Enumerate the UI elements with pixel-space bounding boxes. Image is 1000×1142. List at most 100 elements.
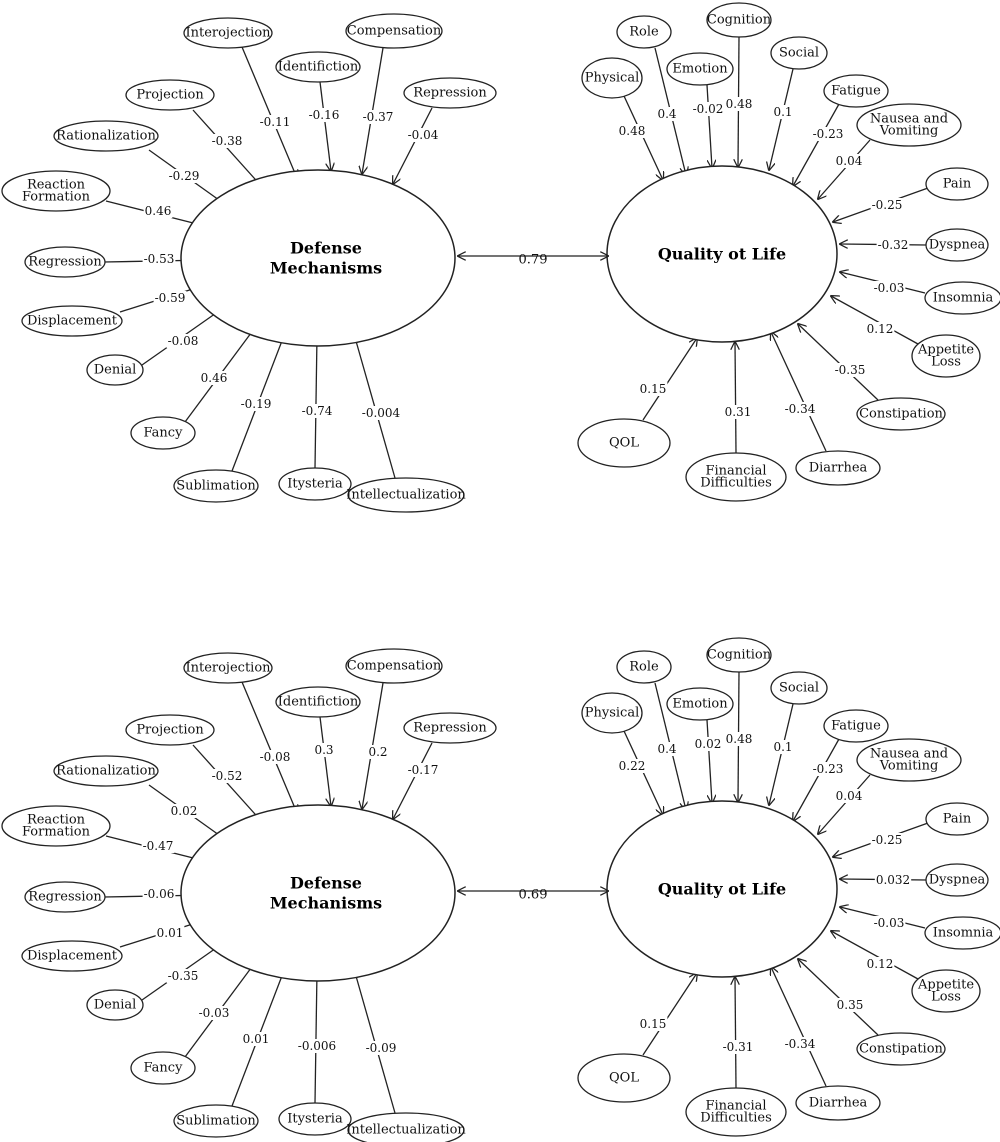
defense-indicator-denial: Denial — [86, 989, 144, 1021]
qol-path-weight-bg-pain — [870, 833, 904, 847]
defense-indicator-sublimation: Sublimation — [173, 1104, 259, 1138]
defense-path-itysteria — [315, 336, 317, 469]
qol-path-appetite-loss — [831, 931, 919, 980]
qol-indicator-label-emotion: Emotion — [672, 62, 728, 77]
qol-path-weight-bg-diarrhea — [783, 1037, 817, 1051]
qol-path-weight-bg-cognition — [724, 732, 754, 746]
qol-path-weight-fatigue: -0.23 — [813, 762, 844, 776]
qol-path-weight-bg-emotion — [693, 737, 723, 751]
qol-indicator-ellipse-emotion — [666, 687, 734, 721]
qol-path-weight-social: 0.1 — [773, 105, 792, 119]
defense-path-interojection — [241, 681, 297, 813]
qol-indicator-ellipse-dyspnea — [925, 228, 989, 262]
qol-path-emotion — [706, 719, 712, 803]
qol-indicator-label-qol: QOL — [609, 1071, 639, 1086]
defense-indicator-label-sublimation: Sublimation — [176, 479, 256, 494]
qol-indicator-label-dyspnea: Dyspnea — [929, 873, 986, 888]
defense-path-weight-reaction-formation: -0.47 — [143, 839, 174, 853]
defense-path-weight-projection: -0.38 — [212, 134, 243, 148]
defense-indicator-ellipse-regression — [24, 881, 106, 913]
defense-indicator-fancy: Fancy — [130, 416, 196, 450]
defense-path-projection — [192, 744, 263, 823]
defense-indicator-repression: Repression — [403, 712, 497, 744]
defense-indicator-ellipse-identifiction — [275, 686, 361, 718]
qol-indicator-physical: Physical — [581, 57, 643, 99]
qol-path-weight-diarrhea: -0.34 — [785, 1037, 816, 1051]
qol-indicator-label-nausea-and-vomiting-line-2: Vomiting — [879, 759, 939, 774]
qol-path-weight-pain: -0.25 — [872, 833, 903, 847]
defense-indicator-rationalization: Rationalization — [53, 755, 159, 787]
qol-indicator-ellipse-physical — [581, 692, 643, 734]
qol-path-weight-bg-appetite-loss — [865, 957, 895, 971]
qol-indicator-insomnia: Insomnia — [924, 916, 1000, 950]
qol-path-weight-bg-pain — [870, 198, 904, 212]
qol-indicator-label-role: Role — [629, 25, 659, 40]
qol-path-emotion — [706, 84, 712, 168]
qol-indicator-ellipse-diarrhea — [795, 450, 881, 486]
qol-indicator-label-cognition: Cognition — [707, 648, 772, 663]
qol-path-nausea-and-vomiting — [818, 139, 871, 199]
qol-indicator-ellipse-nausea-and-vomiting — [856, 103, 962, 147]
qol-indicator-label-financial-difficulties-line-1: Financial — [705, 1099, 766, 1114]
qol-indicator-ellipse-constipation — [856, 397, 946, 431]
qol-path-weight-cognition: 0.48 — [726, 732, 753, 746]
qol-indicator-label-appetite-loss-line-1: Appetite — [917, 978, 974, 993]
qol-path-weight-appetite-loss: 0.12 — [867, 322, 894, 336]
defense-path-weight-bg-interojection — [258, 115, 292, 129]
qol-path-weight-financial-difficulties: 0.31 — [725, 405, 752, 419]
defense-indicator-denial: Denial — [86, 354, 144, 386]
qol-indicator-ellipse-physical — [581, 57, 643, 99]
qol-path-weight-nausea-and-vomiting: 0.04 — [836, 789, 863, 803]
qol-path-weight-insomnia: -0.03 — [874, 916, 905, 930]
defense-path-weight-bg-intellectualization — [360, 406, 402, 420]
qol-indicator-label-physical: Physical — [585, 706, 639, 721]
qol-path-weight-bg-nausea-and-vomiting — [834, 789, 864, 803]
defense-path-weight-bg-fancy — [197, 1006, 231, 1020]
qol-path-financial-difficulties — [735, 977, 736, 1089]
defense-path-weight-fancy: -0.03 — [199, 1006, 230, 1020]
defense-indicator-label-rationalization: Rationalization — [56, 129, 156, 144]
qol-indicator-diarrhea: Diarrhea — [795, 450, 881, 486]
qol-path-weight-bg-constipation — [833, 363, 867, 377]
qol-path-weight-bg-constipation — [835, 998, 865, 1012]
model-panel-top: Interojection-0.11Identifiction-0.16Comp… — [1, 2, 1000, 513]
qol-indicator-insomnia: Insomnia — [924, 281, 1000, 315]
qol-path-weight-emotion: 0.02 — [695, 737, 722, 751]
defense-path-weight-bg-compensation — [367, 745, 389, 759]
defense-indicator-interojection: Interojection — [183, 652, 273, 684]
defense-indicator-ellipse-reaction-formation — [1, 170, 111, 212]
defense-path-weight-displacement: 0.01 — [157, 926, 184, 940]
defense-mechanisms-title-line-1: Defense — [290, 239, 362, 258]
defense-indicator-label-fancy: Fancy — [144, 426, 184, 441]
qol-indicator-label-fatigue: Fatigue — [831, 719, 881, 734]
defense-indicator-label-intellectualization: Intellectualization — [346, 488, 466, 503]
defense-path-weight-bg-intellectualization — [364, 1041, 398, 1055]
qol-path-weight-bg-fatigue — [811, 127, 845, 141]
defense-indicator-label-regression: Regression — [28, 890, 102, 905]
qol-path-constipation — [798, 959, 879, 1036]
qol-indicator-physical: Physical — [581, 692, 643, 734]
qol-indicator-label-dyspnea: Dyspnea — [929, 238, 986, 253]
defense-indicator-label-fancy: Fancy — [144, 1061, 184, 1076]
qol-path-diarrhea — [771, 332, 827, 452]
defense-indicator-label-projection: Projection — [136, 88, 204, 103]
defense-indicator-ellipse-repression — [403, 77, 497, 109]
defense-path-weight-repression: -0.17 — [408, 763, 439, 777]
defense-mechanisms-title-line-1: Defense — [290, 874, 362, 893]
qol-path-weight-appetite-loss: 0.12 — [867, 957, 894, 971]
qol-indicator-label-appetite-loss-line-1: Appetite — [917, 343, 974, 358]
qol-path-weight-constipation: 0.35 — [837, 998, 864, 1012]
defense-indicator-compensation: Compensation — [345, 13, 443, 49]
quality-of-life-latent: Quality ot Life — [606, 165, 838, 343]
defense-indicator-label-reaction-formation-line-1: Reaction — [27, 178, 86, 193]
qol-indicator-label-cognition: Cognition — [707, 13, 772, 28]
defense-path-weight-identifiction: -0.16 — [309, 108, 340, 122]
qol-path-weight-bg-social — [772, 740, 794, 754]
quality-of-life-title: Quality ot Life — [658, 245, 786, 264]
qol-indicator-label-constipation: Constipation — [859, 407, 943, 422]
qol-indicator-ellipse-nausea-and-vomiting — [856, 738, 962, 782]
defense-mechanisms-ellipse — [180, 804, 456, 982]
defense-indicator-ellipse-itysteria — [278, 467, 352, 501]
